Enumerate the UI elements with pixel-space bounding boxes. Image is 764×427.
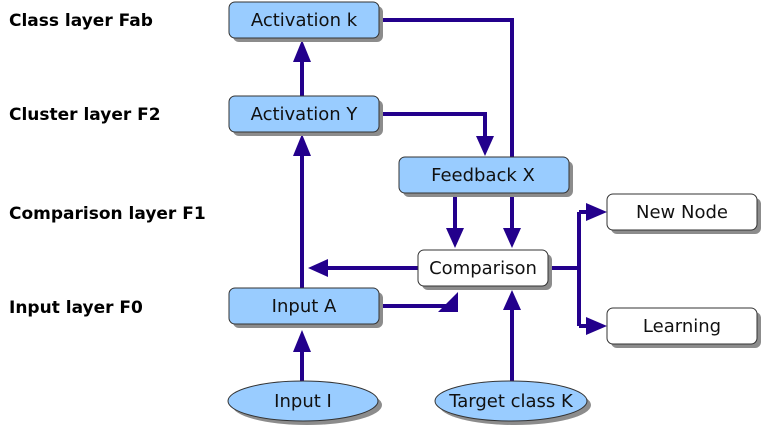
edge-activation-y-to-feedback-x xyxy=(380,112,487,140)
node-feedback-x: Feedback X xyxy=(398,156,573,197)
arrowhead-comparison-left xyxy=(308,259,328,277)
node-input-a: Input A xyxy=(228,287,383,328)
node-new-node-label: New Node xyxy=(636,202,728,223)
node-feedback-x-label: Feedback X xyxy=(431,165,535,186)
arrowhead-feedback-to-comparison xyxy=(446,228,464,248)
node-activation-y-label: Activation Y xyxy=(251,104,359,125)
node-activation-k: Activation k xyxy=(228,1,383,42)
node-learning-label: Learning xyxy=(643,316,721,337)
arrowhead-learning xyxy=(586,317,607,335)
node-input-a-label: Input A xyxy=(272,296,337,317)
node-activation-k-label: Activation k xyxy=(251,10,358,31)
node-target-class-k: Target class K xyxy=(434,380,591,425)
node-learning: Learning xyxy=(606,307,761,348)
arrowhead-k-to-comparison xyxy=(503,228,521,248)
arrowhead-input-i-to-a xyxy=(293,330,311,352)
arrowhead-new-node xyxy=(586,203,607,221)
connectors xyxy=(293,18,607,385)
node-comparison-label: Comparison xyxy=(429,258,537,279)
node-input-i-label: Input I xyxy=(274,391,332,412)
arrowhead-y-to-feedback-x xyxy=(476,136,494,156)
node-new-node: New Node xyxy=(606,193,761,234)
arrowhead-input-a-to-comparison xyxy=(438,292,458,312)
edge-activation-k-to-comparison xyxy=(380,18,514,232)
layer-label-fab: Class layer Fab xyxy=(9,11,153,31)
node-target-class-k-label: Target class K xyxy=(448,391,574,412)
node-comparison: Comparison xyxy=(417,249,552,290)
layer-label-f1: Comparison layer F1 xyxy=(9,204,206,224)
edge-input-a-to-comparison xyxy=(380,300,454,308)
arrowhead-target-to-comparison xyxy=(503,290,521,310)
layer-label-f2: Cluster layer F2 xyxy=(9,105,161,125)
layer-label-f0: Input layer F0 xyxy=(9,298,143,318)
node-input-i: Input I xyxy=(227,380,382,425)
node-activation-y: Activation Y xyxy=(228,95,383,136)
arrowhead-y-to-k xyxy=(293,40,311,62)
arrowhead-a-to-y xyxy=(293,134,311,156)
